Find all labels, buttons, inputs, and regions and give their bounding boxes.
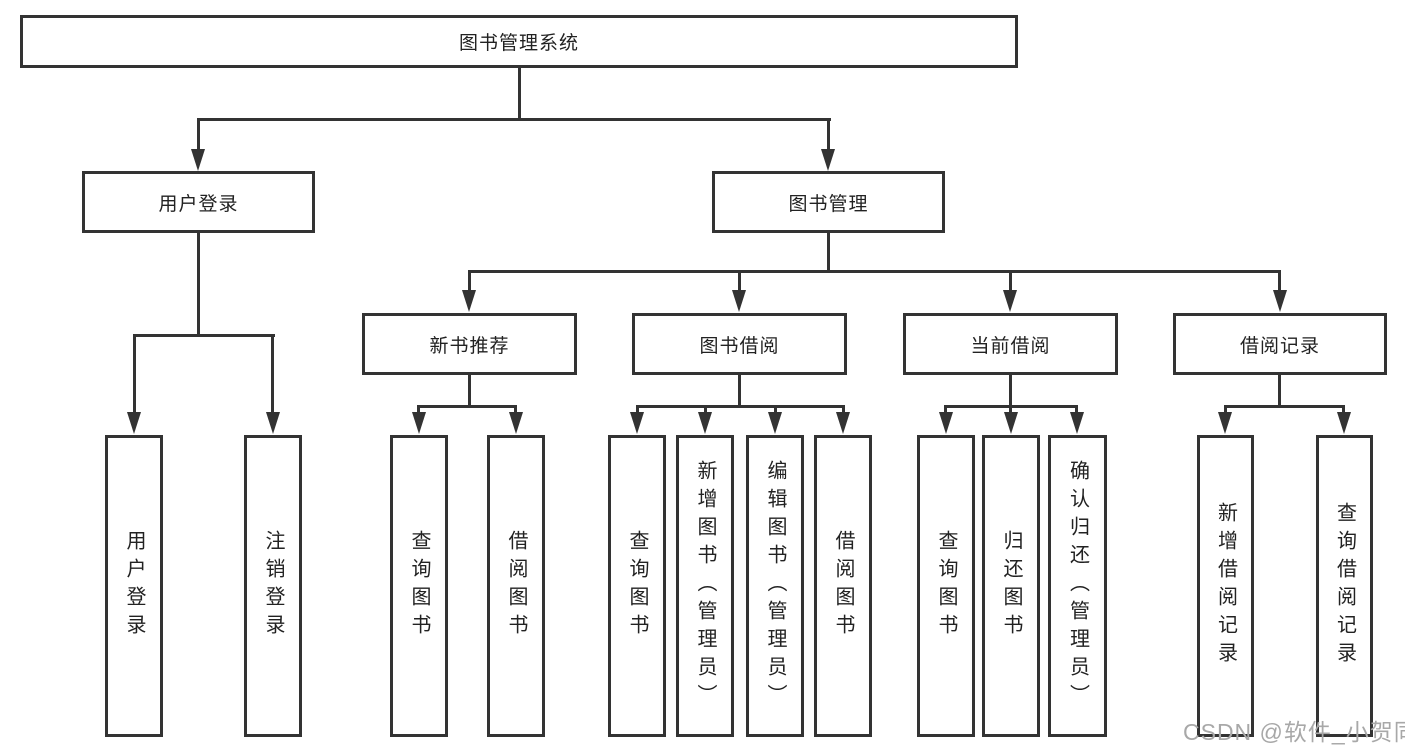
arrowhead-down-icon: [1003, 290, 1017, 312]
node-leaf-newbook-query-books: 查询图书: [390, 435, 448, 737]
node-label: 借阅记录: [1239, 335, 1320, 357]
arrowhead-down-icon: [266, 412, 280, 434]
node-label: 编辑图书（管理员）: [764, 460, 786, 712]
arrowhead-down-icon: [836, 412, 850, 434]
connector-line: [636, 405, 844, 408]
node-current-borrow: 当前借阅: [903, 313, 1118, 375]
arrowhead-down-icon: [732, 290, 746, 312]
node-book-borrow: 图书借阅: [632, 313, 847, 375]
node-label: 图书管理系统: [458, 33, 579, 54]
connector-line: [738, 270, 741, 292]
node-borrow-record: 借阅记录: [1173, 313, 1387, 375]
node-label: 图书借阅: [699, 335, 780, 357]
node-leaf-borrow-query-books: 查询图书: [608, 435, 666, 737]
connector-line: [468, 375, 471, 407]
connector-line: [636, 405, 639, 414]
connector-line: [271, 334, 274, 414]
node-label: 确认归还（管理员）: [1066, 460, 1089, 712]
connector-line: [514, 405, 517, 414]
arrowhead-down-icon: [630, 412, 644, 434]
arrowhead-down-icon: [1070, 412, 1084, 434]
connector-line: [518, 67, 521, 120]
arrowhead-down-icon: [462, 290, 476, 312]
node-book-management: 图书管理: [712, 171, 945, 233]
connector-line: [468, 270, 471, 292]
node-library-management-system: 图书管理系统: [20, 15, 1018, 68]
node-leaf-current-query-books: 查询图书: [917, 435, 975, 737]
connector-line: [1278, 375, 1281, 407]
arrowhead-down-icon: [127, 412, 141, 434]
connector-line: [827, 118, 830, 151]
arrowhead-down-icon: [768, 412, 782, 434]
node-label: 查询图书: [626, 530, 648, 642]
node-new-book-recommend: 新书推荐: [362, 313, 577, 375]
node-label: 归还图书: [1000, 530, 1022, 642]
node-label: 图书管理: [788, 193, 869, 215]
arrowhead-down-icon: [191, 149, 205, 171]
connector-line: [133, 334, 275, 337]
node-label: 新书推荐: [429, 335, 510, 357]
node-leaf-logout: 注销登录: [244, 435, 302, 737]
node-leaf-newbook-borrow-books: 借阅图书: [487, 435, 545, 737]
node-leaf-current-confirm-return-admin: 确认归还（管理员）: [1048, 435, 1107, 737]
node-label: 用户登录: [123, 530, 145, 642]
connector-line: [468, 270, 1281, 273]
node-label: 当前借阅: [970, 335, 1051, 357]
connector-line: [197, 233, 200, 336]
connector-line: [1342, 405, 1345, 414]
arrowhead-down-icon: [698, 412, 712, 434]
arrowhead-down-icon: [939, 412, 953, 434]
node-label: 新增借阅记录: [1214, 502, 1237, 670]
connector-line: [417, 405, 517, 408]
node-label: 借阅图书: [832, 530, 854, 642]
node-leaf-borrow-borrow-books: 借阅图书: [814, 435, 872, 737]
node-label: 注销登录: [262, 530, 284, 642]
connector-line: [738, 375, 741, 407]
connector-line: [1009, 375, 1012, 407]
node-leaf-record-query-borrow-record: 查询借阅记录: [1316, 435, 1373, 737]
connector-line: [1278, 270, 1281, 292]
connector-line: [944, 405, 947, 414]
node-label: 查询图书: [935, 530, 957, 642]
node-label: 新增图书（管理员）: [694, 460, 716, 712]
csdn-watermark: CSDN @软件_小贺同学: [1183, 719, 1405, 745]
arrowhead-down-icon: [1218, 412, 1232, 434]
connector-line: [774, 405, 777, 414]
connector-line: [1224, 405, 1227, 414]
connector-line: [704, 405, 707, 414]
arrowhead-down-icon: [821, 149, 835, 171]
connector-line: [1224, 405, 1345, 408]
arrowhead-down-icon: [412, 412, 426, 434]
node-user-login: 用户登录: [82, 171, 315, 233]
node-label: 查询借阅记录: [1333, 502, 1356, 670]
node-label: 借阅图书: [505, 530, 527, 642]
connector-line: [842, 405, 845, 414]
arrowhead-down-icon: [1004, 412, 1018, 434]
connector-line: [417, 405, 420, 414]
connector-line: [827, 233, 830, 272]
connector-line: [197, 118, 200, 151]
node-leaf-user-login: 用户登录: [105, 435, 163, 737]
connector-line: [1009, 270, 1012, 292]
node-leaf-current-return-books: 归还图书: [982, 435, 1040, 737]
node-leaf-borrow-add-books-admin: 新增图书（管理员）: [676, 435, 734, 737]
node-leaf-record-add-borrow-record: 新增借阅记录: [1197, 435, 1254, 737]
arrowhead-down-icon: [1337, 412, 1351, 434]
node-label: 用户登录: [158, 193, 239, 215]
connector-line: [197, 118, 831, 121]
arrowhead-down-icon: [1273, 290, 1287, 312]
connector-line: [1009, 405, 1012, 414]
connector-line: [133, 334, 136, 414]
connector-line: [1075, 405, 1078, 414]
arrowhead-down-icon: [509, 412, 523, 434]
node-leaf-borrow-edit-books-admin: 编辑图书（管理员）: [746, 435, 804, 737]
node-label: 查询图书: [408, 530, 430, 642]
